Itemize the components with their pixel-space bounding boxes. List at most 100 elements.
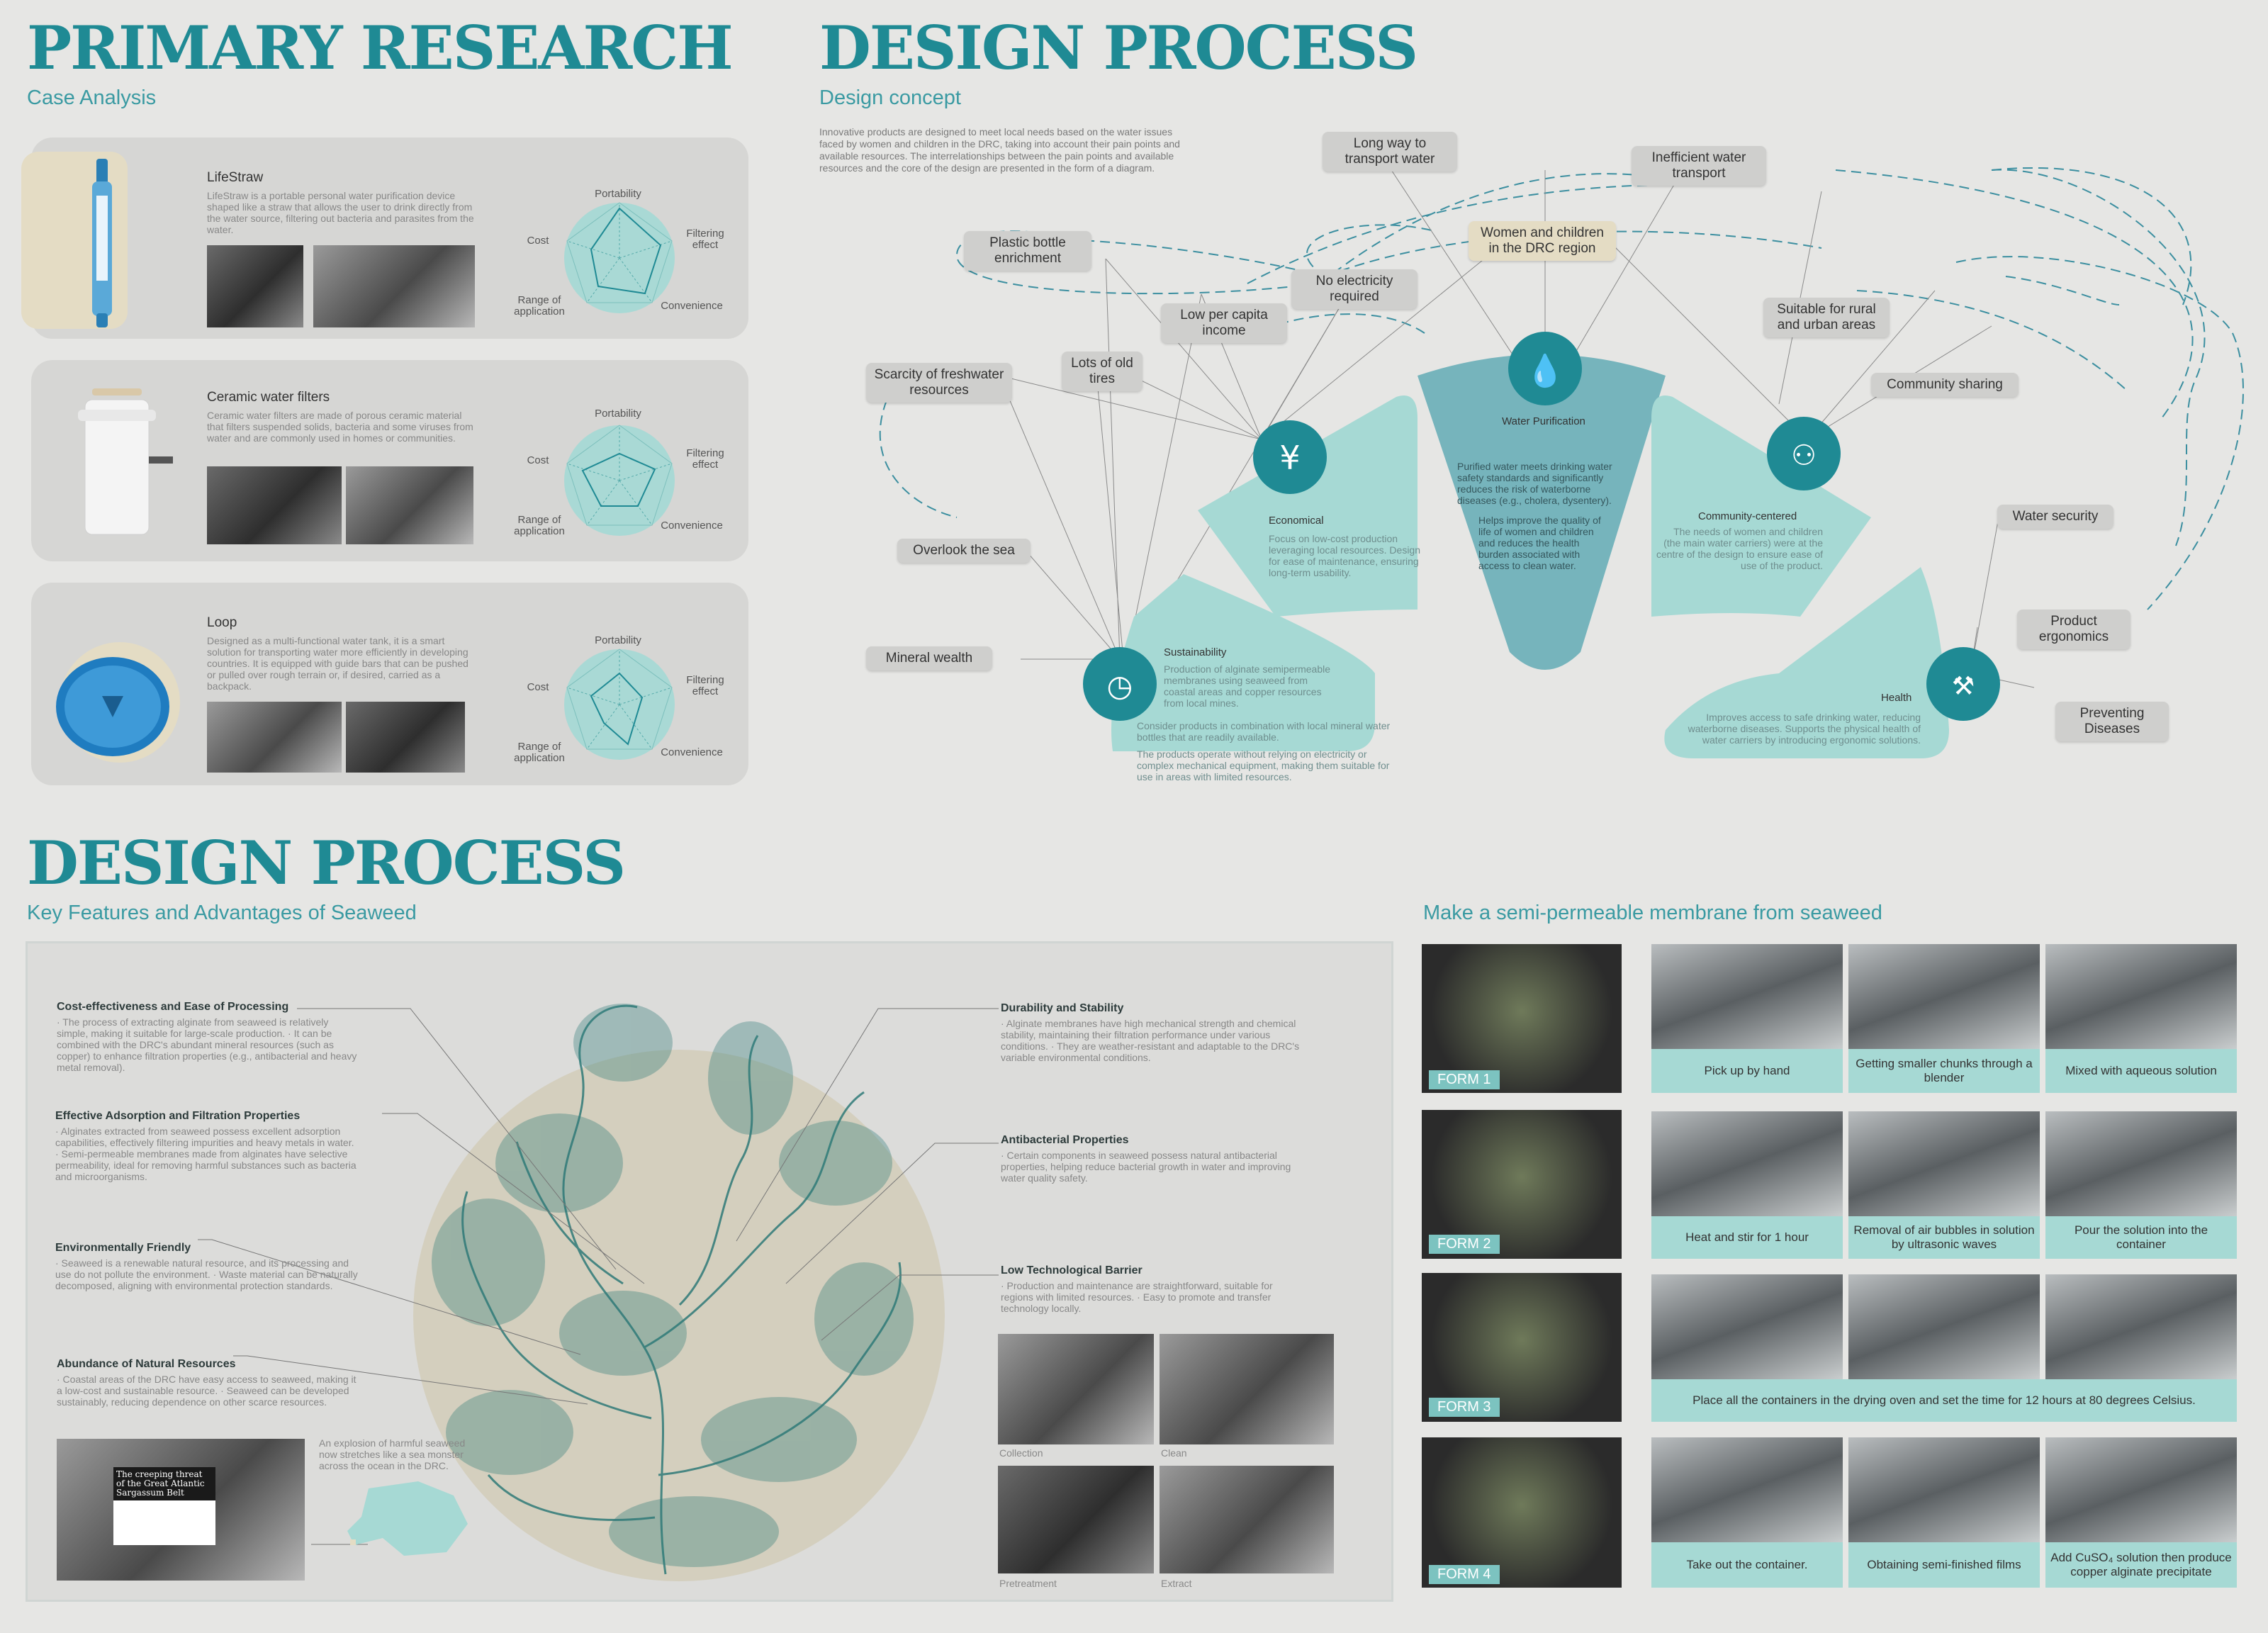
step-photo <box>1651 1274 1843 1379</box>
form-label: FORM 3 <box>1429 1398 1500 1417</box>
lifestraw-product-image <box>92 159 112 327</box>
form-photo <box>1422 1273 1622 1422</box>
tag-no-electricity: No electricity required <box>1291 269 1418 309</box>
radar-label-filtering: Filtering effect <box>686 447 724 471</box>
health-text: Improves access to safe drinking water, … <box>1688 712 1921 746</box>
radar-label-portability: Portability <box>595 188 641 200</box>
step-photo <box>1848 1111 2040 1216</box>
case-description: Designed as a multi-functional water tan… <box>207 635 468 692</box>
yen-icon <box>1253 420 1327 494</box>
step-label: Getting smaller chunks through a blender <box>1848 1049 2040 1093</box>
sustainability-text: Production of alginate semipermeable mem… <box>1164 663 1331 709</box>
feature-heading: Abundance of Natural Resources <box>57 1358 236 1370</box>
fan-segment-sustainability <box>1111 574 1375 751</box>
radar-label-convenience: Convenience <box>661 520 723 532</box>
step-photo <box>1651 1437 1843 1542</box>
step-label: Add CuSO₄ solution then produce copper a… <box>2045 1542 2237 1588</box>
feature-heading: Low Technological Barrier <box>1001 1264 1143 1276</box>
process-photo <box>1160 1466 1334 1573</box>
case-photo <box>207 702 342 773</box>
tag-low-income: Low per capita income <box>1161 303 1287 343</box>
step-label: Pick up by hand <box>1651 1049 1843 1093</box>
feature-heading: Environmentally Friendly <box>55 1242 191 1254</box>
feature-heading: Antibacterial Properties <box>1001 1134 1129 1146</box>
sustainability-text: The products operate without relying on … <box>1137 748 1390 782</box>
step-photo <box>2045 1274 2237 1379</box>
radar-label-convenience: Convenience <box>661 300 723 312</box>
process-photo <box>1160 1334 1334 1444</box>
fan-segment-health <box>1664 567 1949 758</box>
feature-heading: Cost-effectiveness and Ease of Processin… <box>57 1001 289 1013</box>
tag-mineral: Mineral wealth <box>866 646 992 670</box>
purification-text: Purified water meets drinking water safe… <box>1457 461 1612 506</box>
form-photo <box>1422 944 1622 1093</box>
step-label: Heat and stir for 1 hour <box>1651 1216 1843 1259</box>
svg-text:◷: ◷ <box>1107 668 1133 703</box>
water-drop-icon <box>1508 332 1582 405</box>
svg-text:⚇: ⚇ <box>1791 439 1817 472</box>
step-photo <box>2045 1437 2237 1542</box>
tag-ergonomics: Product ergonomics <box>2017 610 2131 649</box>
radar-label-portability: Portability <box>595 408 641 420</box>
step-photo <box>2045 1111 2237 1216</box>
drc-map <box>347 1481 468 1556</box>
tag-scarcity: Scarcity of freshwater resources <box>866 363 1012 403</box>
feature-heading: Durability and Stability <box>1001 1002 1124 1014</box>
case-name: Ceramic water filters <box>207 390 330 405</box>
membrane-subtitle: Make a semi-permeable membrane from seaw… <box>1423 902 1882 924</box>
tag-rural-urban: Suitable for rural and urban areas <box>1763 298 1890 337</box>
process-photo <box>998 1466 1154 1573</box>
health-title: Health <box>1881 692 1912 704</box>
tag-community-sharing: Community sharing <box>1871 373 2019 397</box>
dumbbell-icon <box>1926 647 2000 721</box>
fan-segment-community <box>1651 395 1871 617</box>
seaweed-backdrop-circle <box>413 1050 945 1581</box>
feature-text: · Production and maintenance are straigh… <box>1001 1280 1273 1314</box>
feature-text: · The process of extracting alginate fro… <box>57 1016 357 1073</box>
svg-text:💧: 💧 <box>1526 353 1565 389</box>
radar-label-cost: Cost <box>527 235 549 247</box>
tag-inefficient: Inefficient water transport <box>1632 146 1766 186</box>
tag-women-children: Women and children in the DRC region <box>1469 221 1616 261</box>
tag-water-security: Water security <box>1997 505 2113 529</box>
case-description: Ceramic water filters are made of porous… <box>207 410 473 444</box>
radar-label-range: Range of application <box>514 514 565 537</box>
case-card-loop: Loop Designed as a multi-functional wate… <box>31 583 748 785</box>
seaweed-subtitle: Key Features and Advantages of Seaweed <box>27 902 417 924</box>
process-photo <box>998 1334 1154 1444</box>
step-label: Obtaining semi-finished films <box>1848 1542 2040 1588</box>
step-photo <box>2045 944 2237 1049</box>
radar-label-portability: Portability <box>595 634 641 646</box>
photo-caption: Collection <box>999 1447 1043 1459</box>
case-photo <box>207 466 342 544</box>
purification-title: Water Purification <box>1502 415 1585 427</box>
loop-tank-product-image <box>56 657 169 756</box>
radar-label-cost: Cost <box>527 454 549 466</box>
case-name: LifeStraw <box>207 170 264 185</box>
step-photo <box>1651 944 1843 1049</box>
form-label: FORM 2 <box>1429 1235 1500 1254</box>
radar-label-filtering: Filtering effect <box>686 228 724 251</box>
design-concept-intro: Innovative products are designed to meet… <box>819 126 1180 174</box>
step-label: Pour the solution into the container <box>2045 1216 2237 1259</box>
case-analysis-subtitle: Case Analysis <box>27 86 157 109</box>
feature-text: · Certain components in seaweed possess … <box>1001 1150 1291 1184</box>
radar-chart <box>564 425 675 536</box>
case-photo <box>313 245 475 327</box>
design-process-title-2: DESIGN PROCESS <box>27 828 626 898</box>
step-photo <box>1651 1111 1843 1216</box>
step-label: Removal of air bubbles in solution by ul… <box>1848 1216 2040 1259</box>
form-photo <box>1422 1110 1622 1259</box>
purification-text: Helps improve the quality of life of wom… <box>1478 515 1601 571</box>
design-process-title: DESIGN PROCESS <box>819 13 1418 83</box>
form-photo <box>1422 1437 1622 1588</box>
tag-long-way: Long way to transport water <box>1323 132 1457 172</box>
radar-chart <box>564 649 675 760</box>
case-name: Loop <box>207 615 237 630</box>
step-photo <box>1848 944 2040 1049</box>
tag-preventing-diseases: Preventing Diseases <box>2055 702 2169 741</box>
explosion-text: An explosion of harmful seaweed now stre… <box>319 1437 466 1471</box>
feature-heading: Effective Adsorption and Filtration Prop… <box>55 1110 301 1122</box>
radar-label-range: Range of application <box>514 741 565 764</box>
community-icon <box>1767 417 1841 490</box>
